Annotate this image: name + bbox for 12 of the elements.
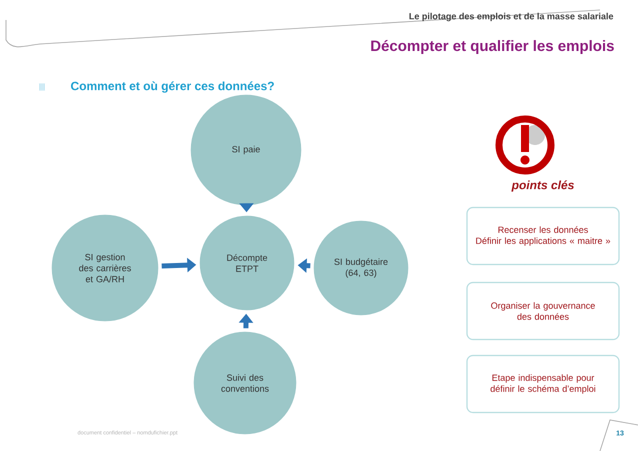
key-point-box: Organiser la gouvernance des données	[466, 282, 620, 340]
key-point-box: Etape indispensable pour définir le schéma d’emploi	[466, 354, 620, 414]
circle-node: SI paie	[189, 93, 303, 207]
circle-node: Décompte ETPT	[198, 214, 296, 312]
question-heading: Comment et où gérer ces données?	[71, 81, 274, 93]
circle-node: Suivi des conventions	[192, 330, 298, 436]
circle-node: SI budgétaire (64, 63)	[312, 219, 410, 317]
slide-title: Décompter et qualifier les emplois	[371, 40, 614, 54]
header-text: Le pilotage des emplois et de la masse salariale	[409, 12, 614, 22]
circle-node: SI gestion des carrières et GA/RH	[50, 213, 160, 323]
key-points-heading: points clés	[511, 180, 574, 192]
key-point-box: Recenser les données Définir les applications « maitre »	[466, 206, 620, 266]
